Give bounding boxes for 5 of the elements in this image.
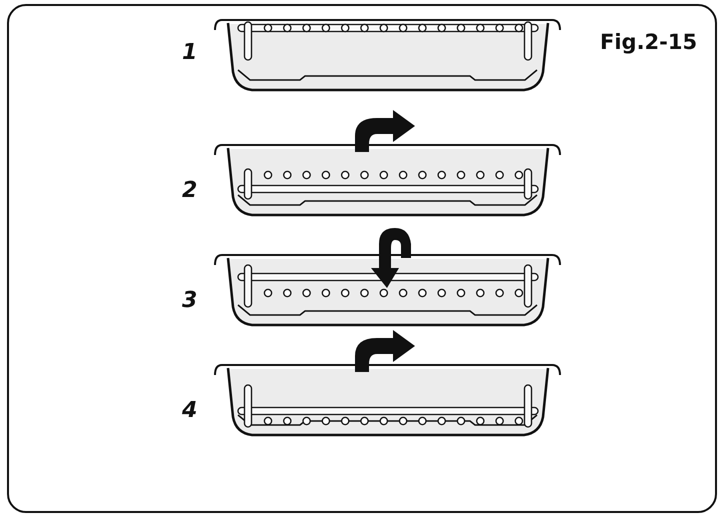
step-number: 2 [182, 178, 198, 203]
step-number: 3 [182, 288, 198, 313]
figure-number: Fig.2-15 [600, 30, 698, 54]
step-number: 4 [182, 398, 198, 423]
step-number: 1 [182, 40, 198, 65]
